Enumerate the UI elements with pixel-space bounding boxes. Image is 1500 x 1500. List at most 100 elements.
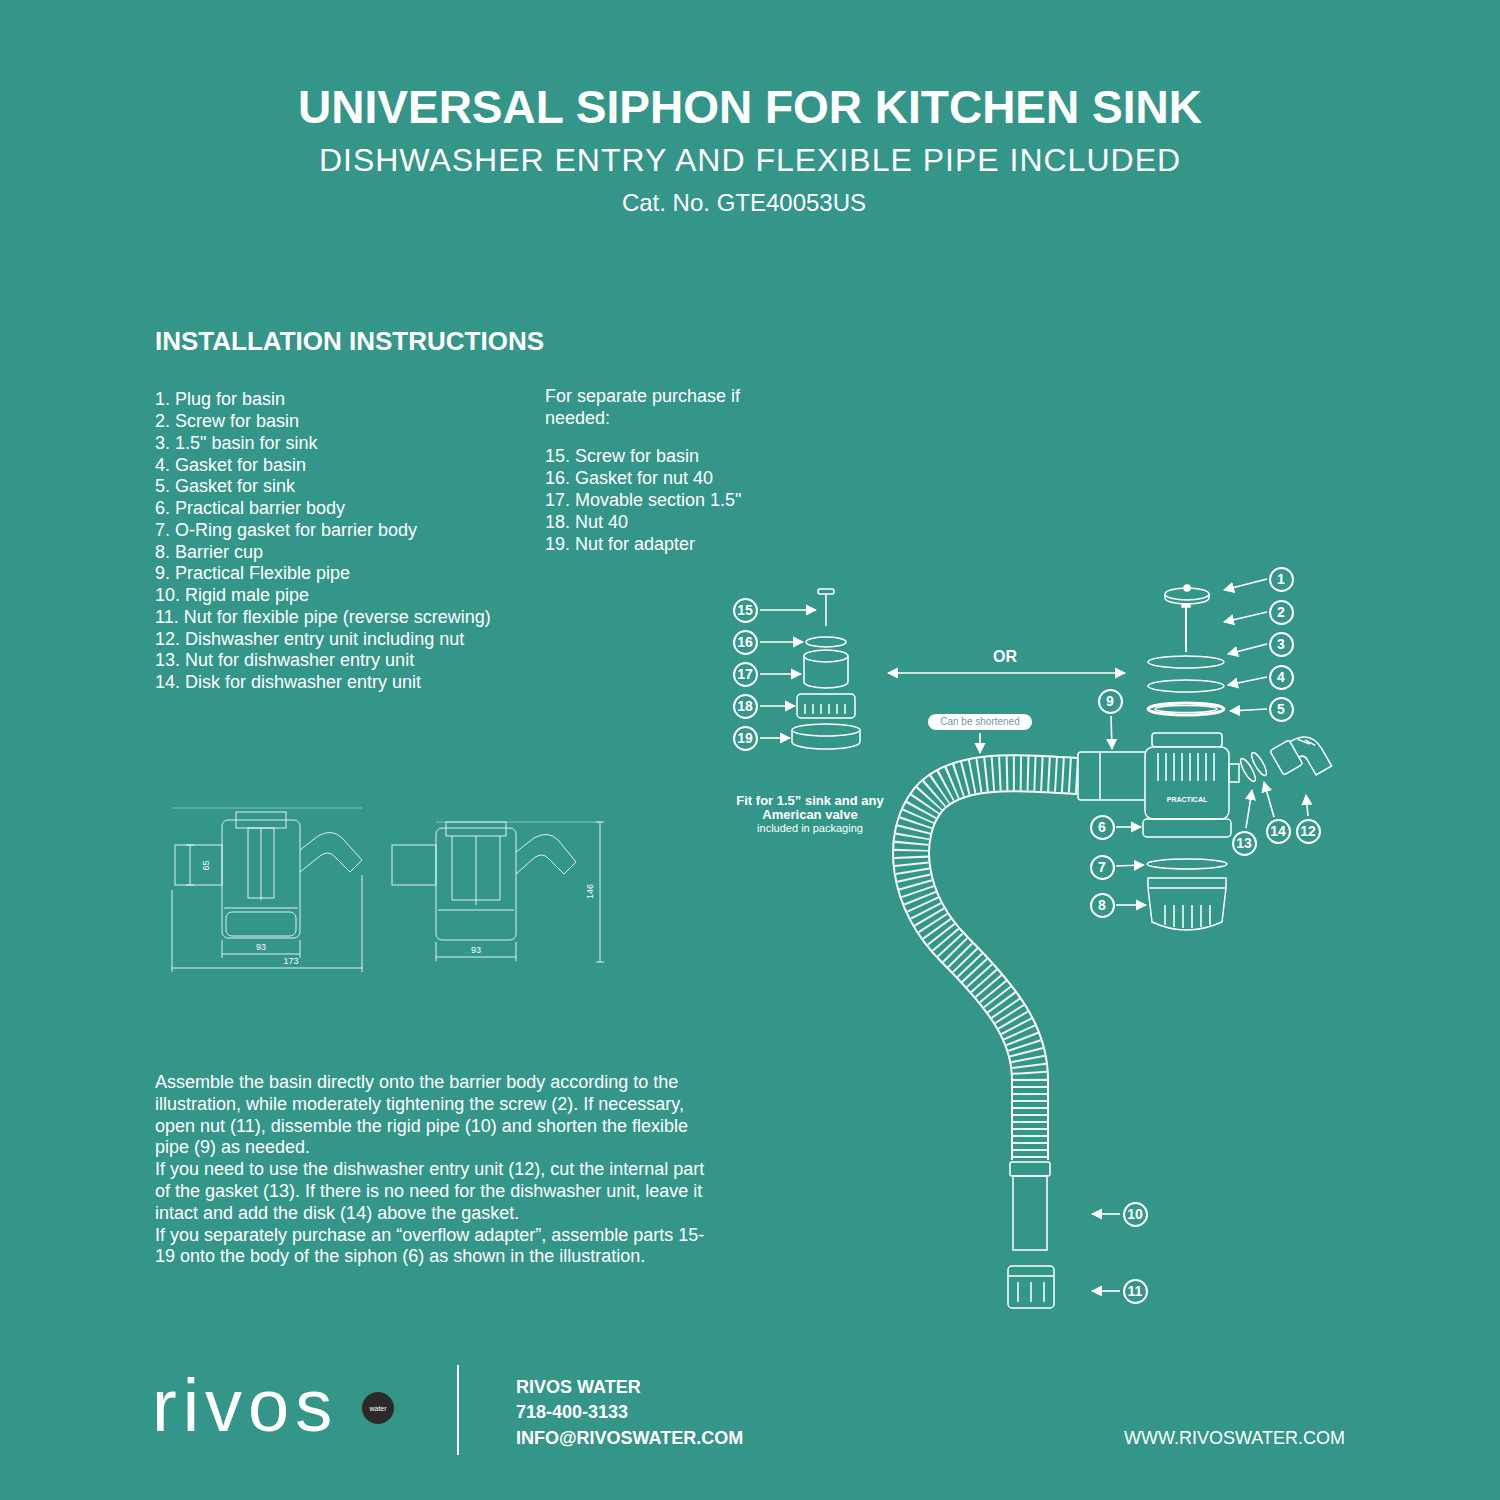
parts-list-item: 11. Nut for flexible pipe (reverse screw… bbox=[155, 607, 491, 629]
callout-number: 15 bbox=[737, 603, 753, 617]
technical-drawing bbox=[172, 968, 362, 969]
callout-number: 3 bbox=[1269, 632, 1294, 657]
dimension: 93 bbox=[256, 942, 266, 952]
leader-arrow bbox=[760, 673, 801, 675]
parts-list-item: 5. Gasket for sink bbox=[155, 476, 295, 498]
parts-list-item: 12. Dishwasher entry unit including nut bbox=[155, 629, 464, 651]
parts-list-item: 10. Rigid male pipe bbox=[155, 585, 309, 607]
siphon-parts bbox=[1013, 1176, 1047, 1250]
callout-number: 19 bbox=[737, 731, 753, 745]
instruction-paragraph: If you separately purchase an “overflow … bbox=[155, 1225, 715, 1269]
technical-drawing bbox=[596, 962, 604, 963]
callout-number: 13 bbox=[1232, 831, 1257, 856]
leader-arrow bbox=[1228, 644, 1267, 654]
callout-number: 10 bbox=[1123, 1202, 1148, 1227]
technical-drawing bbox=[446, 822, 506, 836]
siphon-parts bbox=[1238, 757, 1258, 784]
siphon-parts bbox=[1182, 604, 1190, 607]
website: WWW.RIVOSWATER.COM bbox=[1124, 1428, 1345, 1448]
parts-list-item: 1. Plug for basin bbox=[155, 389, 285, 411]
parts-list-item: 11. Nut for flexible pipe (reverse screw… bbox=[155, 607, 491, 627]
technical-drawing bbox=[476, 836, 477, 905]
leader-arrow bbox=[1116, 904, 1146, 906]
parts-list-item: 2. Screw for basin bbox=[155, 411, 299, 433]
parts-list-item: 14. Disk for dishwasher entry unit bbox=[155, 672, 421, 694]
callout-number: 7 bbox=[1090, 855, 1115, 880]
parts-list-item: 7. O-Ring gasket for barrier body bbox=[155, 520, 417, 542]
callout-number: 8 bbox=[1090, 893, 1115, 918]
parts-list-item: 9. Practical Flexible pipe bbox=[155, 563, 350, 585]
technical-drawing bbox=[516, 942, 517, 961]
instruction-paragraph: Assemble the basin directly onto the bar… bbox=[155, 1072, 688, 1157]
technical-drawing bbox=[172, 808, 362, 809]
section-heading: INSTALLATION INSTRUCTIONS bbox=[155, 326, 544, 356]
technical-drawing bbox=[362, 875, 363, 972]
dimension: 93 bbox=[256, 942, 266, 953]
overflow-adapter-parts bbox=[797, 694, 855, 718]
list-note: For separate purchase if needed: bbox=[545, 386, 740, 428]
subtitle: DISHWASHER ENTRY AND FLEXIBLE PIPE INCLU… bbox=[319, 142, 1181, 178]
parts-list-item: 5. Gasket for sink bbox=[155, 476, 295, 496]
fit-subnote: included in packaging bbox=[757, 822, 863, 835]
dimension: 93 bbox=[471, 945, 481, 956]
parts-list-item: 4. Gasket for basin bbox=[155, 455, 306, 475]
fit-note: Fit for 1.5” sink and any American valve bbox=[736, 793, 883, 822]
fit-subnote: included in packaging bbox=[757, 822, 863, 834]
technical-drawing bbox=[186, 845, 194, 846]
callout-number: 4 bbox=[1269, 665, 1294, 690]
technical-drawing bbox=[436, 957, 516, 958]
leader-arrow bbox=[760, 737, 790, 739]
technical-drawing bbox=[175, 845, 222, 885]
instruction-paragraph: If you separately purchase an “overflow … bbox=[155, 1225, 704, 1267]
siphon-parts bbox=[1270, 728, 1332, 789]
dimension: 146 bbox=[586, 883, 597, 898]
siphon-parts bbox=[1148, 680, 1224, 692]
technical-drawing bbox=[436, 822, 600, 823]
siphon-parts bbox=[1148, 656, 1224, 668]
siphon-parts bbox=[1184, 585, 1190, 591]
callout-number: 7 bbox=[1098, 860, 1106, 874]
technical-drawing bbox=[436, 942, 437, 961]
body-marking: PRACTICAL bbox=[1167, 796, 1207, 803]
phone-number: 718-400-3133 bbox=[516, 1402, 628, 1422]
optional-part-item: 19. Nut for adapter bbox=[545, 534, 695, 556]
phone-number: 718-400-3133 bbox=[516, 1402, 628, 1424]
siphon-parts bbox=[1008, 585, 1332, 1308]
siphon-parts bbox=[1185, 606, 1187, 652]
callout-number: 17 bbox=[733, 662, 758, 687]
callout-number: 5 bbox=[1269, 697, 1294, 722]
fit-note: Fit for 1.5” sink and any American valve bbox=[724, 794, 896, 822]
flexible-pipe bbox=[911, 773, 1078, 1160]
callout-number: 9 bbox=[1106, 694, 1114, 708]
parts-list-item: 3. 1.5" basin for sink bbox=[155, 433, 317, 455]
overflow-adapter-parts bbox=[805, 704, 845, 714]
siphon-parts bbox=[1008, 1266, 1054, 1308]
flexible-pipe bbox=[911, 773, 1078, 1160]
parts-list-item: 6. Practical barrier body bbox=[155, 498, 345, 520]
siphon-parts bbox=[1148, 887, 1226, 889]
optional-part-item: 18. Nut 40 bbox=[545, 512, 628, 532]
leader-arrow bbox=[888, 672, 1125, 674]
parts-list-item: 10. Rigid male pipe bbox=[155, 585, 309, 605]
technical-drawing bbox=[261, 828, 262, 900]
siphon-parts bbox=[1158, 753, 1214, 781]
technical-drawing bbox=[226, 912, 296, 936]
callout-number: 1 bbox=[1269, 567, 1294, 592]
subtitle: DISHWASHER ENTRY AND FLEXIBLE PIPE INCLU… bbox=[319, 141, 1181, 179]
leader-arrow bbox=[760, 579, 1308, 1291]
callout-number: 18 bbox=[733, 694, 758, 719]
technical-drawing bbox=[516, 834, 576, 874]
leader-arrow bbox=[760, 641, 803, 643]
siphon-parts bbox=[1145, 747, 1229, 819]
flexible-pipe bbox=[911, 773, 1078, 1160]
technical-drawing bbox=[438, 910, 514, 911]
siphon-parts bbox=[1018, 1282, 1044, 1302]
callout-number: 15 bbox=[733, 598, 758, 623]
body-marking: PRACTICAL bbox=[1167, 796, 1207, 804]
callout-number: 2 bbox=[1269, 600, 1294, 625]
logo-badge: water bbox=[369, 1405, 386, 1412]
callout-number: 4 bbox=[1277, 670, 1285, 684]
title: UNIVERSAL SIPHON FOR KITCHEN SINK bbox=[298, 81, 1202, 133]
siphon-parts bbox=[1298, 733, 1315, 751]
leader-arrow bbox=[1116, 865, 1144, 866]
